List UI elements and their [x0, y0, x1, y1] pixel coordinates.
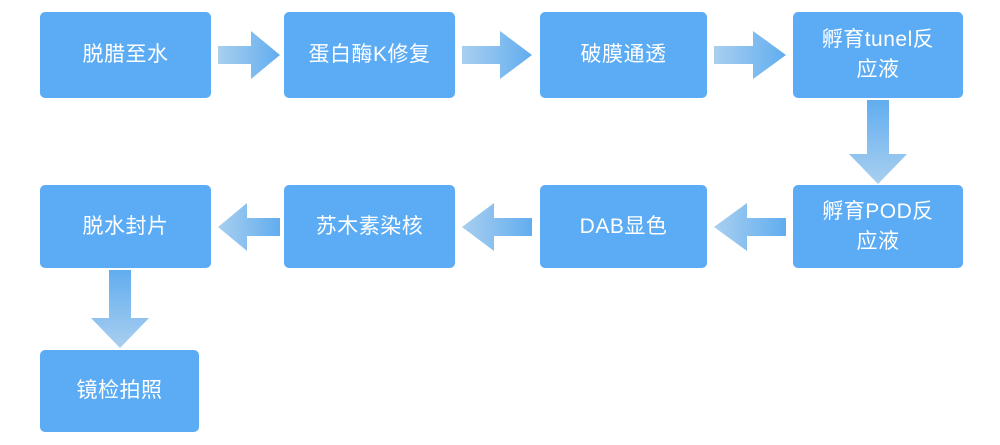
- node-label: 脱水封片: [82, 214, 169, 238]
- node-label: 孵育tunel反 应液: [821, 28, 935, 81]
- node-label: 蛋白酶K修复: [308, 43, 431, 66]
- arrow-n5-to-n6: [714, 203, 786, 251]
- arrow-n3-to-n4: [714, 31, 786, 79]
- arrow-n7-to-n8: [218, 203, 280, 251]
- node-membrane-permeabilization[interactable]: 破膜通透: [540, 12, 707, 98]
- node-label: 孵育POD反 应液: [822, 199, 934, 253]
- node-label: 脱腊至水: [82, 43, 169, 66]
- node-incubate-pod-reaction-solution[interactable]: 孵育POD反 应液: [793, 185, 963, 268]
- node-label: DAB显色: [579, 214, 668, 238]
- arrow-n4-to-n5: [849, 100, 907, 184]
- arrow-n8-to-n9: [91, 270, 149, 348]
- node-label: 镜检拍照: [76, 379, 163, 402]
- arrow-n6-to-n7: [462, 203, 532, 251]
- node-label: 破膜通透: [580, 43, 667, 66]
- node-hematoxylin-nuclear-stain[interactable]: 苏木素染核: [284, 185, 455, 268]
- node-label: 苏木素染核: [315, 214, 424, 238]
- node-microscopy-and-photography[interactable]: 镜检拍照: [40, 350, 199, 432]
- arrow-n1-to-n2: [218, 31, 280, 79]
- arrow-n2-to-n3: [462, 31, 532, 79]
- node-dewax-to-water[interactable]: 脱腊至水: [40, 12, 211, 98]
- node-incubate-tunel-reaction-solution[interactable]: 孵育tunel反 应液: [793, 12, 963, 98]
- node-proteinase-k-repair[interactable]: 蛋白酶K修复: [284, 12, 455, 98]
- node-dab-coloration[interactable]: DAB显色: [540, 185, 707, 268]
- node-dehydrate-and-mount[interactable]: 脱水封片: [40, 185, 211, 268]
